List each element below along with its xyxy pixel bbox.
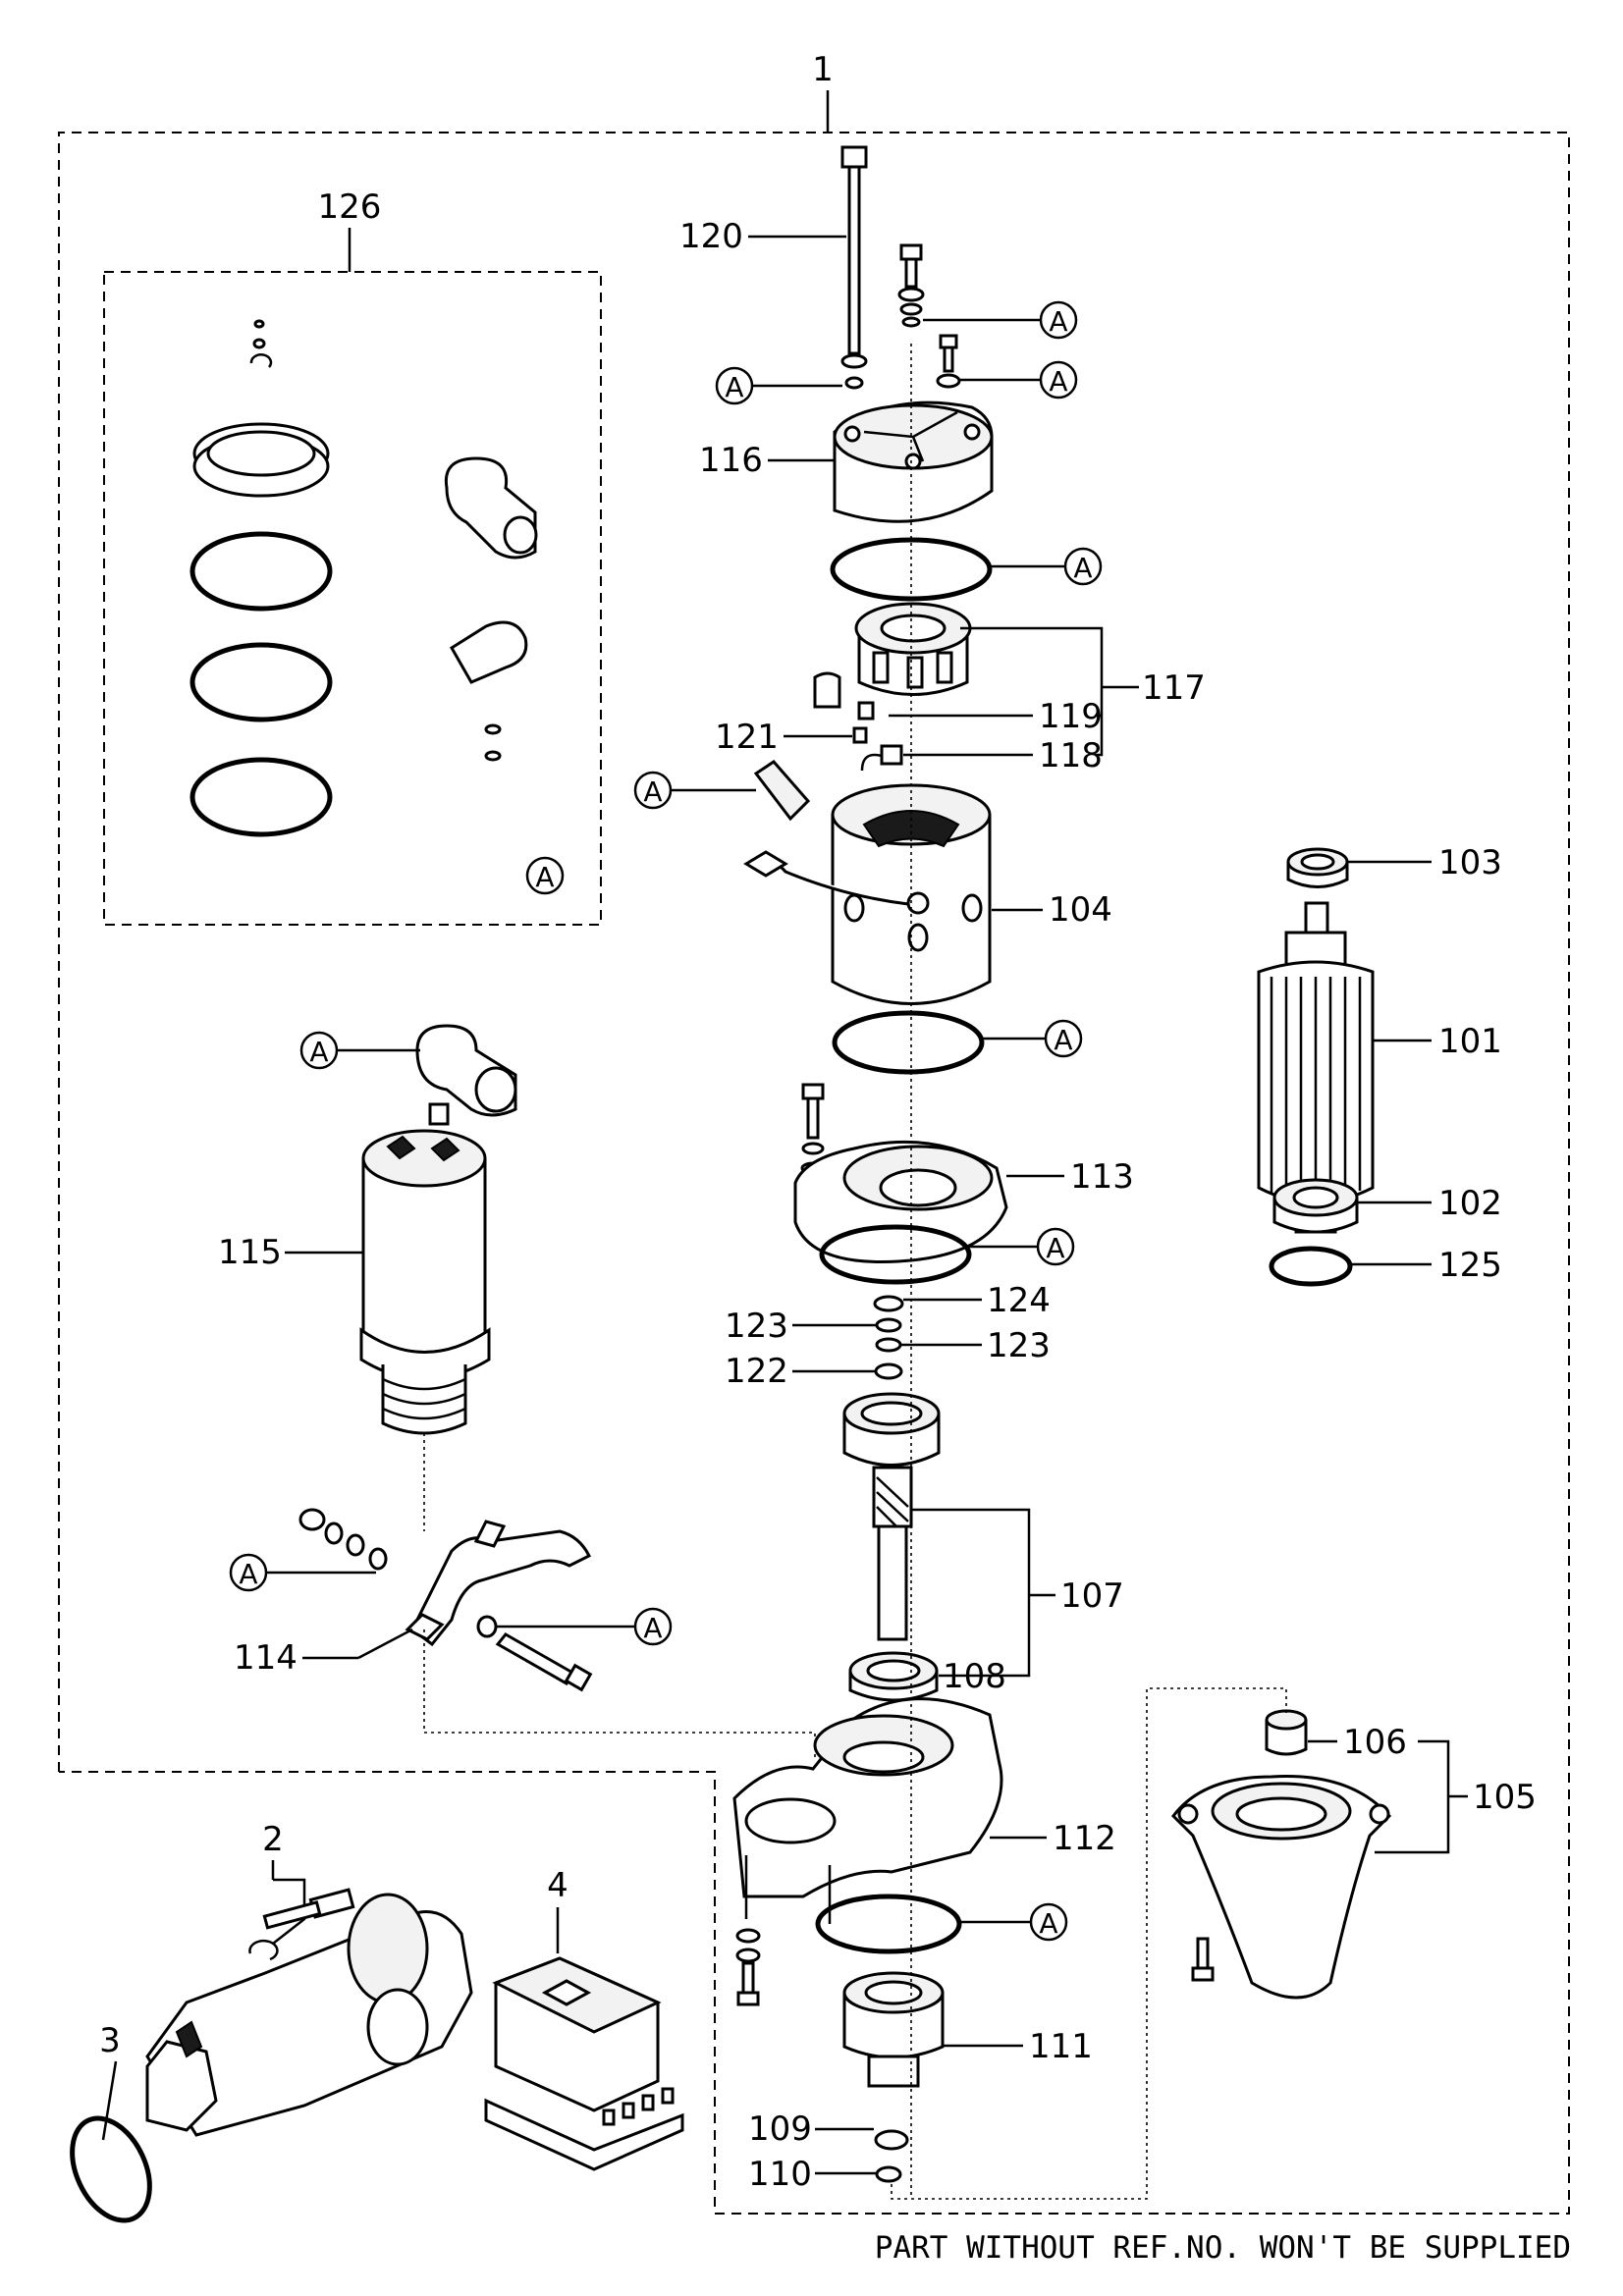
callout-a-3: A <box>725 371 743 403</box>
bearing-102 <box>1272 1178 1359 1234</box>
label-106: 106 <box>1343 1723 1407 1762</box>
through-bolt <box>840 145 868 390</box>
label-2: 2 <box>262 1820 284 1859</box>
label-main-ref: 1 <box>812 50 834 89</box>
yoke <box>743 760 992 1005</box>
front-housing-105 <box>1171 1775 1392 2000</box>
label-123-right: 123 <box>987 1326 1051 1365</box>
callout-a-letter: A <box>535 861 554 893</box>
callout-a-5: A <box>643 775 662 808</box>
brush-118 <box>860 744 903 772</box>
label-119: 119 <box>1039 697 1103 736</box>
stop-ring-109 <box>874 2129 909 2151</box>
label-108: 108 <box>943 1657 1006 1696</box>
center-bracket <box>793 1083 1008 1263</box>
label-110: 110 <box>748 2155 812 2194</box>
o-ring-upper <box>830 537 993 602</box>
armature <box>1257 901 1375 1234</box>
shift-lever <box>298 1508 593 1692</box>
snap-ring-110 <box>875 2165 902 2183</box>
label-115: 115 <box>218 1233 282 1272</box>
brush-119 <box>857 701 875 721</box>
callout-a-9: A <box>239 1558 257 1590</box>
pinion-gear <box>842 1971 945 2088</box>
callouts: A A A A A A A A A A A <box>229 300 1103 1942</box>
label-117: 117 <box>1142 668 1206 708</box>
callout-a-8: A <box>1046 1232 1064 1264</box>
label-118: 118 <box>1039 736 1103 775</box>
starter-motor-complete <box>145 1893 473 2137</box>
label-4: 4 <box>547 1866 568 1905</box>
label-114: 114 <box>234 1638 298 1678</box>
label-103: 103 <box>1438 843 1502 882</box>
label-113: 113 <box>1070 1157 1134 1197</box>
o-ring-125 <box>1269 1246 1353 1287</box>
label-109: 109 <box>748 2109 812 2149</box>
callout-a <box>525 856 565 895</box>
relay-4 <box>484 1956 684 2171</box>
brush-holder <box>813 602 972 709</box>
label-122: 122 <box>725 1352 788 1391</box>
label-104: 104 <box>1049 890 1112 930</box>
label-126: 126 <box>318 187 382 227</box>
callout-a-1: A <box>1049 305 1067 338</box>
label-111: 111 <box>1029 2027 1093 2066</box>
callout-a-6: A <box>1054 1024 1072 1056</box>
spring-121 <box>852 726 868 744</box>
end-cover <box>833 400 994 523</box>
label-112: 112 <box>1053 1819 1116 1858</box>
label-101: 101 <box>1438 1022 1502 1061</box>
housing-screws <box>735 1928 761 2006</box>
label-102: 102 <box>1438 1184 1502 1223</box>
label-3: 3 <box>99 2021 121 2060</box>
label-124: 124 <box>987 1281 1051 1320</box>
o-ring-yoke <box>832 1010 985 1075</box>
label-121: 121 <box>715 718 779 757</box>
label-107: 107 <box>1060 1576 1124 1616</box>
washers <box>873 1295 904 1380</box>
label-123-left: 123 <box>725 1307 788 1346</box>
label-105: 105 <box>1473 1778 1537 1817</box>
boot <box>415 1024 517 1117</box>
cover-screws <box>897 243 961 389</box>
callout-a-11: A <box>1039 1907 1057 1940</box>
bolt-2 <box>262 1888 355 1930</box>
bearing-108 <box>848 1651 939 1702</box>
solenoid <box>359 1102 491 1435</box>
lock-washer <box>248 1939 279 1961</box>
kit-boundary <box>103 271 602 926</box>
o-ring-bracket <box>819 1224 972 1285</box>
pinion-shaft <box>842 1392 941 1641</box>
label-116: 116 <box>699 441 763 480</box>
label-125: 125 <box>1438 1246 1502 1285</box>
seal-kit-parts: A <box>189 319 565 895</box>
o-ring-housing <box>815 1894 962 1954</box>
footer-note: PART WITHOUT REF.NO. WON'T BE SUPPLIED <box>875 2230 1571 2266</box>
assembly-boundary <box>58 132 1570 2215</box>
bush-106 <box>1265 1709 1308 1756</box>
callout-a-7: A <box>309 1036 328 1068</box>
callout-a-2: A <box>1049 365 1067 398</box>
drive-housing <box>732 1697 1003 1924</box>
label-120: 120 <box>679 217 743 256</box>
callout-a-10: A <box>643 1612 662 1644</box>
o-ring-3 <box>70 2115 152 2223</box>
callout-a-4: A <box>1073 552 1092 584</box>
bearing-103 <box>1286 847 1349 888</box>
